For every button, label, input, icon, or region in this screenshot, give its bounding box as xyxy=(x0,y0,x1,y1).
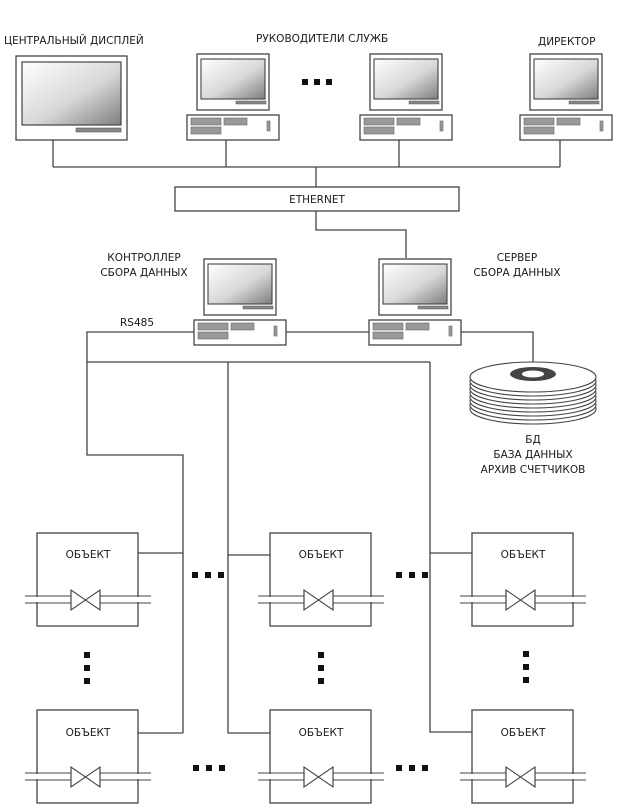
ellipsis-icon xyxy=(192,572,224,578)
data-controller-workstation-icon xyxy=(193,258,287,346)
ellipsis-icon xyxy=(396,572,428,578)
ellipsis-icon xyxy=(396,765,428,771)
server-db-wire xyxy=(461,331,534,365)
db-label-line3: АРХИВ СЧЕТЧИКОВ xyxy=(481,464,586,476)
ethernet-label: ETHERNET xyxy=(289,194,345,206)
director-workstation-icon xyxy=(519,53,613,141)
database-disks-icon xyxy=(469,361,597,425)
rs485-label: RS485 xyxy=(120,317,154,329)
object-2-1: ОБЪЕКТ xyxy=(24,709,152,804)
central-display-label: ЦЕНТРАЛЬНЫЙ ДИСПЛЕЙ xyxy=(4,34,144,47)
object-2-2: ОБЪЕКТ xyxy=(257,709,385,804)
object-label: ОБЪЕКТ xyxy=(299,549,344,561)
rs485-bus-wires xyxy=(86,331,472,734)
service-head-workstation-2-icon xyxy=(359,53,453,141)
ethernet-switch: ETHERNET xyxy=(174,186,460,212)
central-display-monitor-icon xyxy=(15,55,128,141)
service-heads-label: РУКОВОДИТЕЛИ СЛУЖБ xyxy=(256,33,388,45)
valve-icon xyxy=(24,532,152,627)
controller-label-line2: СБОРА ДАННЫХ xyxy=(100,267,187,279)
valve-icon xyxy=(24,709,152,804)
valve-icon xyxy=(257,709,385,804)
top-bus-wires xyxy=(52,140,561,187)
valve-icon xyxy=(459,532,587,627)
object-2-3: ОБЪЕКТ xyxy=(459,709,587,804)
controller-label-line1: КОНТРОЛЛЕР xyxy=(107,252,180,264)
vertical-ellipsis-icon xyxy=(318,652,324,684)
ethernet-to-server-wire xyxy=(315,211,407,258)
db-label-line2: БАЗА ДАННЫХ xyxy=(493,449,572,461)
ellipsis-icon xyxy=(193,765,225,771)
vertical-ellipsis-icon xyxy=(523,651,529,683)
object-label: ОБЪЕКТ xyxy=(299,727,344,739)
valve-icon xyxy=(459,709,587,804)
object-1-2: ОБЪЕКТ xyxy=(257,532,385,627)
ellipsis-icon xyxy=(302,79,332,85)
object-1-3: ОБЪЕКТ xyxy=(459,532,587,627)
service-head-workstation-1-icon xyxy=(186,53,280,141)
object-label: ОБЪЕКТ xyxy=(501,549,546,561)
server-label-line2: СБОРА ДАННЫХ xyxy=(473,267,560,279)
data-server-workstation-icon xyxy=(368,258,462,346)
object-label: ОБЪЕКТ xyxy=(501,727,546,739)
server-label-line1: СЕРВЕР xyxy=(497,252,537,264)
object-1-1: ОБЪЕКТ xyxy=(24,532,152,627)
object-label: ОБЪЕКТ xyxy=(66,727,111,739)
object-label: ОБЪЕКТ xyxy=(66,549,111,561)
vertical-ellipsis-icon xyxy=(84,652,90,684)
valve-icon xyxy=(257,532,385,627)
director-label: ДИРЕКТОР xyxy=(538,36,596,48)
db-label-line1: БД xyxy=(525,434,540,446)
